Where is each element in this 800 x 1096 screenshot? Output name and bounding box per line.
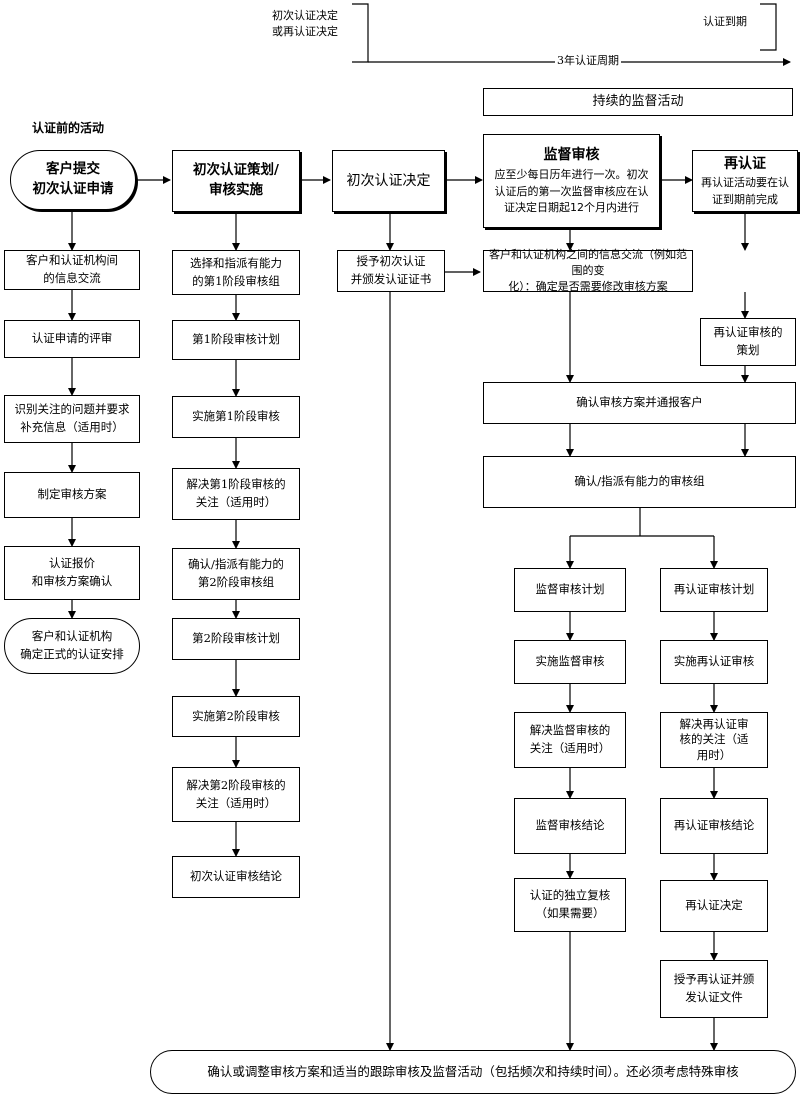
col1-step-3-label: 识别关注的问题并要求 补充信息（适用时） [14, 402, 130, 434]
recert-step-6-label: 授予再认证并颁 发认证文件 [673, 972, 755, 1004]
col2-step-6-label: 第2阶段审核计划 [192, 631, 280, 646]
timeline-start-label: 初次认证决定 或再认证决定 [272, 9, 338, 38]
confirm-team-label: 确认/指派有能力的审核组 [574, 474, 705, 489]
bottom-program-adjust-bar: 确认或调整审核方案和适当的跟踪审核及监督活动（包括频次和持续时间）。还必须考虑特… [150, 1050, 796, 1094]
col2-step-1-label: 选择和指派有能力 的第1阶段审核组 [190, 255, 282, 288]
col1-step-4-label: 制定审核方案 [37, 487, 107, 502]
ongoing-surveillance-banner: 持续的监督活动 [483, 88, 793, 116]
col2-step-2-label: 第1阶段审核计划 [192, 332, 280, 347]
col2-step-4-label: 解决第1阶段审核的 关注（适用时） [186, 477, 286, 509]
col2-step-3-label: 实施第1阶段审核 [192, 409, 280, 424]
col1-step-1: 客户和认证机构间 的信息交流 [4, 250, 140, 290]
surv-step-5-label: 认证的独立复核 （如果需要） [529, 888, 611, 920]
confirm-program-label: 确认审核方案并通报客户 [576, 395, 703, 410]
col1-step-4: 制定审核方案 [4, 472, 140, 518]
recert-head-desc: 再认证活动要在认 证到期前完成 [701, 176, 789, 206]
recert-planning-box: 再认证审核的 策划 [700, 318, 796, 366]
timeline-end-bracket [760, 3, 777, 51]
surv-step-5: 认证的独立复核 （如果需要） [514, 878, 626, 932]
recert-step-2: 实施再认证审核 [660, 640, 768, 684]
surv-step-3-label: 解决监督审核的 关注（适用时） [529, 723, 611, 755]
col2-step-8: 解决第2阶段审核的 关注（适用时） [172, 767, 300, 822]
ongoing-surveillance-label: 持续的监督活动 [592, 93, 684, 109]
surv-step-1: 监督审核计划 [514, 568, 626, 612]
initial-planning-head: 初次认证策划/ 审核实施 [172, 150, 300, 212]
col2-step-5: 确认/指派有能力的 第2阶段审核组 [172, 548, 300, 600]
grant-initial-cert: 授予初次认证 并颁发认证证书 [337, 250, 445, 292]
col2-step-9: 初次认证审核结论 [172, 856, 300, 898]
surv-step-4: 监督审核结论 [514, 798, 626, 854]
recert-head: 再认证 再认证活动要在认 证到期前完成 [692, 150, 798, 212]
timeline-end-label: 认证到期 [703, 15, 747, 28]
recert-step-1-label: 再认证审核计划 [673, 582, 755, 597]
col2-step-1: 选择和指派有能力 的第1阶段审核组 [172, 250, 300, 295]
formal-arrangement-label: 客户和认证机构 确定正式的认证安排 [20, 629, 124, 661]
recert-step-5: 再认证决定 [660, 880, 768, 932]
client-application-label: 客户提交 初次认证申请 [32, 161, 114, 197]
col1-step-5-label: 认证报价 和审核方案确认 [31, 556, 113, 588]
surveillance-head-title: 监督审核 [543, 147, 600, 164]
recert-step-3: 解决再认证审 核的关注（适 用时） [660, 712, 768, 768]
surv-step-2: 实施监督审核 [514, 640, 626, 684]
col2-step-4: 解决第1阶段审核的 关注（适用时） [172, 468, 300, 520]
recert-step-4: 再认证审核结论 [660, 798, 768, 854]
recert-step-5-label: 再认证决定 [685, 898, 743, 913]
info-exchange-label: 客户和认证机构之间的信息交流（例如范围的变 化）：确定是否需要修改审核方案 [489, 248, 687, 293]
formal-arrangement-node: 客户和认证机构 确定正式的认证安排 [4, 618, 140, 674]
col2-step-7-label: 实施第2阶段审核 [192, 708, 280, 723]
col2-step-3: 实施第1阶段审核 [172, 396, 300, 438]
surv-step-4-label: 监督审核结论 [535, 818, 605, 833]
pre-cert-heading: 认证前的活动 [32, 121, 105, 135]
surv-step-3: 解决监督审核的 关注（适用时） [514, 712, 626, 768]
col1-step-5: 认证报价 和审核方案确认 [4, 546, 140, 600]
col2-step-5-label: 确认/指派有能力的 第2阶段审核组 [188, 557, 284, 589]
confirm-program-box: 确认审核方案并通报客户 [483, 382, 796, 424]
initial-planning-head-label: 初次认证策划/ 审核实施 [193, 162, 279, 198]
col1-step-2-label: 认证申请的评审 [31, 331, 113, 346]
timeline-start-bracket [352, 3, 369, 63]
timeline-cycle-label: 3年认证周期 [555, 53, 621, 69]
grant-initial-cert-label: 授予初次认证 并颁发认证证书 [350, 254, 432, 286]
confirm-team-box: 确认/指派有能力的审核组 [483, 456, 796, 508]
client-application-node: 客户提交 初次认证申请 [10, 150, 136, 210]
recert-step-1: 再认证审核计划 [660, 568, 768, 612]
recert-step-3-label: 解决再认证审 核的关注（适 用时） [679, 716, 749, 762]
col1-step-3: 识别关注的问题并要求 补充信息（适用时） [4, 395, 140, 443]
col2-step-2: 第1阶段审核计划 [172, 320, 300, 360]
initial-decision-head-label: 初次认证决定 [346, 172, 431, 189]
recert-planning-label: 再认证审核的 策划 [713, 325, 783, 357]
recert-step-2-label: 实施再认证审核 [673, 654, 755, 669]
surveillance-head-desc: 应至少每日历年进行一次。初次 认证后的第一次监督审核应在认 证决定日期起12个月… [494, 168, 649, 215]
recert-head-title: 再认证 [724, 155, 766, 172]
col2-step-8-label: 解决第2阶段审核的 关注（适用时） [186, 777, 286, 810]
col1-step-2: 认证申请的评审 [4, 320, 140, 358]
surv-step-1-label: 监督审核计划 [535, 582, 605, 597]
recert-step-6: 授予再认证并颁 发认证文件 [660, 960, 768, 1018]
col2-step-7: 实施第2阶段审核 [172, 696, 300, 737]
recert-step-4-label: 再认证审核结论 [673, 818, 755, 833]
col2-step-6: 第2阶段审核计划 [172, 618, 300, 660]
surv-step-2-label: 实施监督审核 [535, 654, 605, 669]
initial-decision-head: 初次认证决定 [332, 150, 445, 212]
bottom-program-adjust-label: 确认或调整审核方案和适当的跟踪审核及监督活动（包括频次和持续时间）。还必须考虑特… [207, 1064, 739, 1080]
col1-step-1-label: 客户和认证机构间 的信息交流 [26, 253, 118, 285]
info-exchange-box: 客户和认证机构之间的信息交流（例如范围的变 化）：确定是否需要修改审核方案 [483, 248, 693, 293]
col2-step-9-label: 初次认证审核结论 [190, 869, 282, 884]
surveillance-head: 监督审核 应至少每日历年进行一次。初次 认证后的第一次监督审核应在认 证决定日期… [483, 134, 660, 228]
